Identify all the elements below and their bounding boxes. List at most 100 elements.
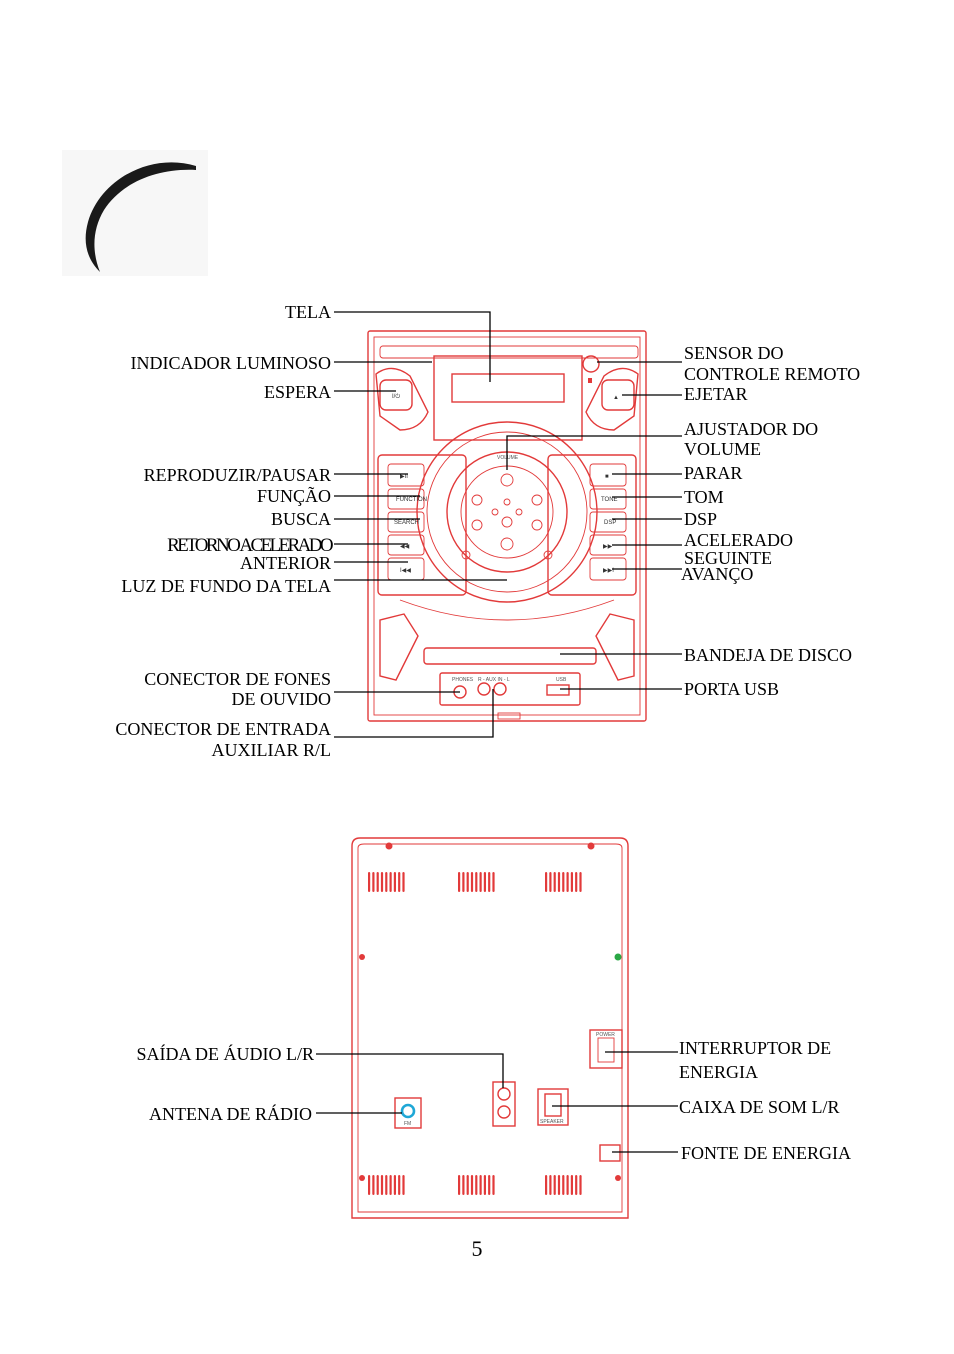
vent-slot [380,872,384,892]
vent-slot [562,1175,565,1195]
top-vent-slots [368,872,582,892]
label-seguinte: SEGUINTE [684,548,772,568]
vent-slot [398,1175,401,1195]
label-fonte: FONTE DE ENERGIA [681,1143,851,1163]
vent-slot [466,1175,469,1195]
dsp-button-label: DSP [604,520,616,526]
vent-slot [372,872,375,892]
label-busca: BUSCA [271,509,331,529]
label-interruptor-2: ENERGIA [679,1062,758,1082]
eject-button-label: ▲ [613,395,619,401]
front-panel-drawing: I/⏻ ▲ VOLUME ▶II FUNCTION SEARCH ◀◀ I◀◀ [367,330,647,722]
label-caixa-som: CAIXA DE SOM L/R [679,1097,840,1117]
stop-button-label: ■ [605,474,609,480]
label-tela: TELA [285,302,331,322]
vent-slot [376,872,379,892]
label-antena: ANTENA DE RÁDIO [149,1103,312,1124]
vent-slot [553,1175,556,1195]
fm-antenna-label: FM [404,1121,411,1127]
vent-slot [545,1175,548,1195]
vent-slot [470,1175,474,1195]
label-volume-1: AJUSTADOR DO [684,419,818,439]
vent-slot [545,872,548,892]
forward-button-label: ▶▶ [603,544,613,550]
label-avanco: AVANÇO [681,564,753,584]
vent-slot [488,1175,491,1195]
vent-slot [483,872,486,892]
antenna-ring-icon [400,1103,416,1119]
label-parar: PARAR [684,463,742,483]
label-acelerado: ACELERADO [684,530,793,550]
vent-slot [466,872,469,892]
label-luz-fundo: LUZ DE FUNDO DA TELA [121,576,331,596]
label-ejetar: EJETAR [684,384,748,404]
vent-slot [389,872,392,892]
vent-slot [479,872,482,892]
label-retorno: RETORNO ACELERADO [167,535,333,556]
vent-slot [402,872,405,892]
label-dsp: DSP [684,509,717,529]
power-switch-label: POWER [596,1032,615,1038]
tone-button-label: TONE [601,497,618,503]
rewind-button-label: ◀◀ [400,544,410,550]
vent-slot [488,872,491,892]
label-fones-2: DE OUVIDO [232,689,331,709]
vent-slot [462,1175,465,1195]
vent-slot [462,872,465,892]
vent-slot [557,872,561,892]
vent-slot [492,872,495,892]
vent-slot [372,1175,375,1195]
page-number: 5 [472,1236,483,1261]
standby-button-label: I/⏻ [392,393,400,400]
vent-slot [562,872,565,892]
label-volume-2: VOLUME [684,439,761,459]
phones-jack-label: PHONES [452,677,474,683]
back-labels: SAÍDA DE ÁUDIO L/R ANTENA DE RÁDIO INTER… [137,1038,851,1163]
vent-slot [579,872,582,892]
speaker-terminal-label: SPEAKER [540,1119,564,1125]
vent-slot [380,1175,384,1195]
vent-slot [368,872,371,892]
vent-slot [402,1175,405,1195]
back-leader-lines [316,1051,678,1153]
vent-slot [557,1175,561,1195]
label-usb: PORTA USB [684,679,779,699]
usb-port-label: USB [556,677,567,683]
label-indicador: INDICADOR LUMINOSO [131,353,332,373]
label-sensor-2: CONTROLE REMOTO [684,364,860,384]
aux-in-label: R - AUX IN - L [478,677,510,683]
label-funcao: FUNÇÃO [257,485,331,506]
label-sensor-1: SENSOR DO [684,343,784,363]
bottom-vent-slots [368,1175,582,1195]
label-interruptor-1: INTERRUPTOR DE [679,1038,831,1058]
vent-slot [566,1175,569,1195]
vent-slot [458,872,461,892]
search-button-label: SEARCH [394,520,419,526]
label-reproduzir: REPRODUZIR/PAUSAR [144,465,331,485]
play-pause-button-label: ▶II [400,474,408,480]
vent-slot [579,1175,582,1195]
vent-slot [385,872,388,892]
vent-slot [483,1175,486,1195]
front-labels-left: TELA INDICADOR LUMINOSO ESPERA REPRODUZI… [115,302,335,760]
vent-slot [385,1175,388,1195]
vent-slot [470,872,474,892]
vent-slot [492,1175,495,1195]
vent-slot [393,872,396,892]
green-screw-icon [614,953,622,961]
vent-slot [549,872,552,892]
label-espera: ESPERA [264,382,331,402]
prev-button-label: I◀◀ [400,568,411,574]
front-labels-right: SENSOR DO CONTROLE REMOTO EJETAR AJUSTAD… [681,343,860,699]
vent-slot [575,872,578,892]
label-aux-2: AUXILIAR R/L [212,740,332,760]
vent-slot [393,1175,396,1195]
vent-slot [376,1175,379,1195]
vent-slot [566,872,569,892]
vent-slot [570,1175,573,1195]
next-button-label: ▶▶I [603,568,614,574]
vent-slot [458,1175,461,1195]
vent-slot [549,1175,552,1195]
label-fones-1: CONECTOR DE FONES [144,669,331,689]
